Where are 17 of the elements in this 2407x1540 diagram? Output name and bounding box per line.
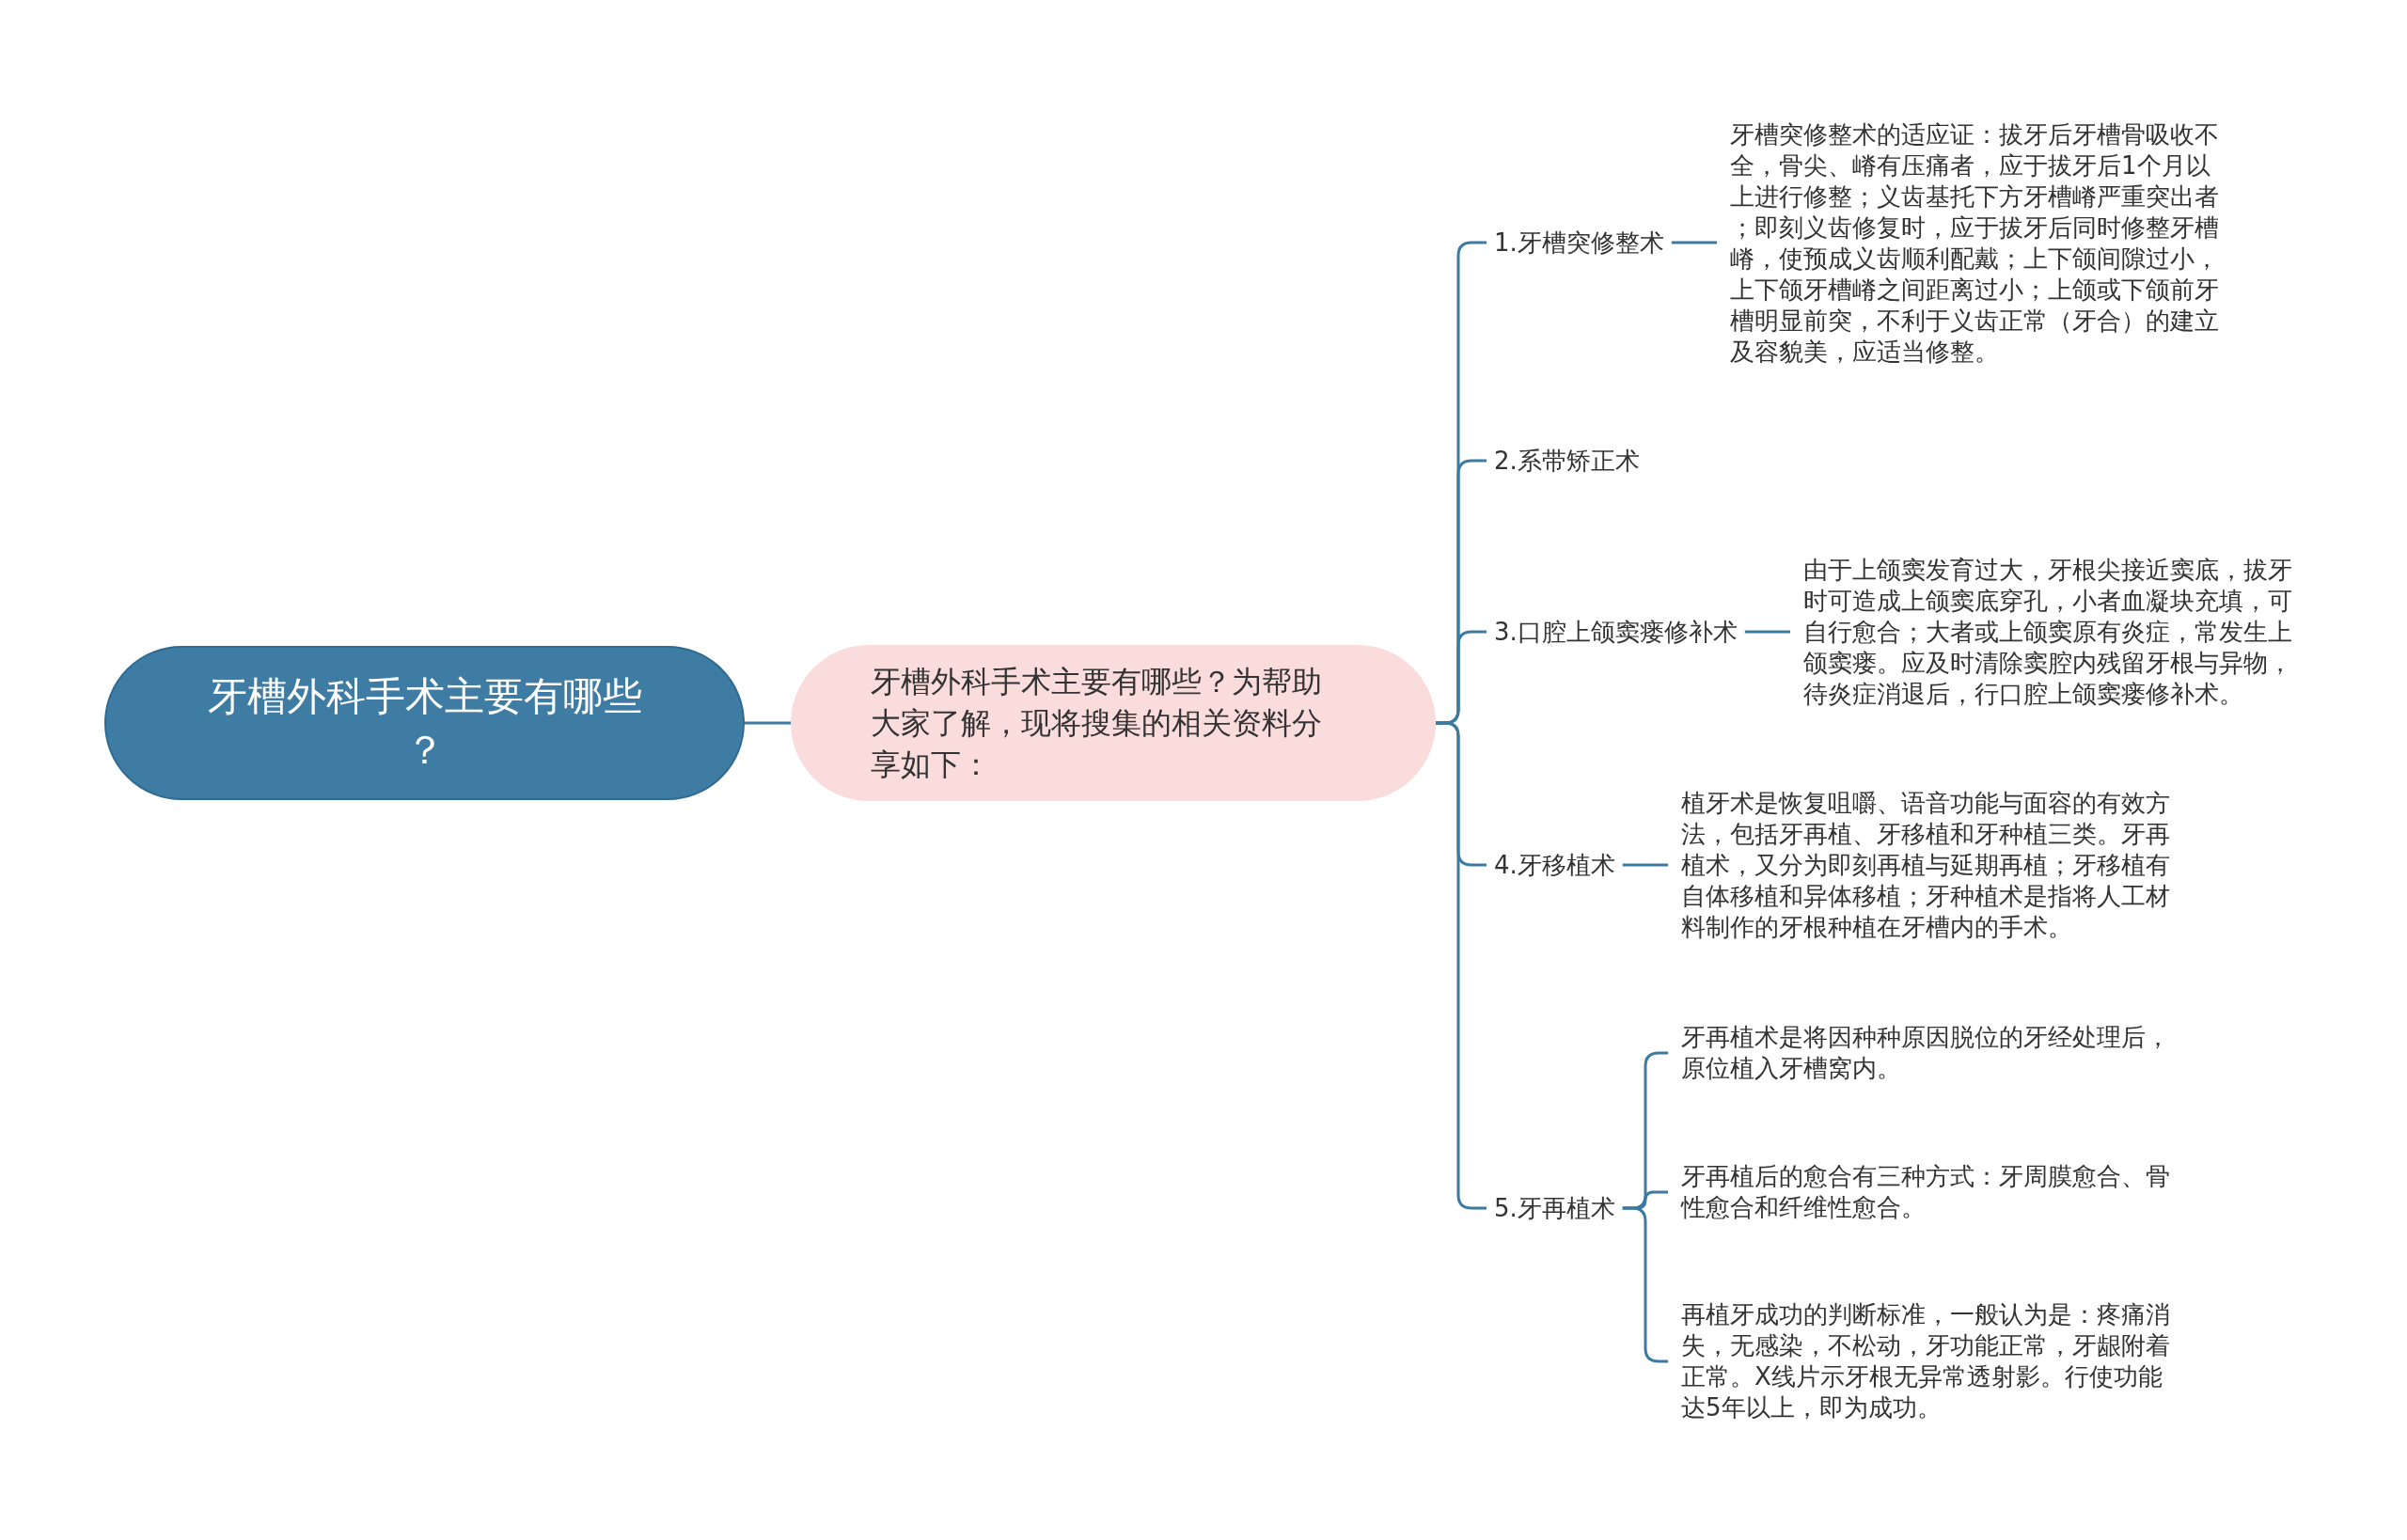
description-text: 牙槽突修整术的适应证：拔牙后牙槽骨吸收不全，骨尖、嵴有压痛者，应于拔牙后1个月以上进行修整；义齿基托下方牙槽嵴严重突出者；即刻义齿修复时，应于拔牙后同时修整牙槽嵴，使预成义齿顺利配戴；上下颌间隙过小，上下颌牙槽嵴之间距离过小；上颌或下颌前牙槽明显前突，不利于义齿正常（牙合）的建立及容貌美，应适当修整。	[1717, 118, 2225, 369]
branch-label: 4.牙移植术	[1487, 847, 1623, 883]
description-text: 植牙术是恢复咀嚼、语音功能与面容的有效方法，包括牙再植、牙移植和牙种植三类。牙再植术，又分为即刻再植与延期再植；牙移植有自体移植和异体移植；牙种植术是指将人工材料制作的牙根种植在牙槽内的手术。	[1668, 785, 2176, 945]
topic-box: 牙槽外科手术主要有哪些？	[104, 646, 745, 800]
description-text: 再植牙成功的判断标准，一般认为是：疼痛消失，无感染，不松动，牙功能正常，牙龈附着正常。X线片示牙根无异常透射影。行使功能达5年以上，即为成功。	[1668, 1297, 2176, 1425]
branch-label: 3.口腔上颌窦瘘修补术	[1487, 614, 1745, 650]
summary-box: 牙槽外科手术主要有哪些？为帮助大家了解，现将搜集的相关资料分享如下：	[791, 645, 1436, 801]
branch-label: 2.系带矫正术	[1487, 443, 1647, 479]
connector-line	[745, 721, 791, 725]
connector-line	[1744, 630, 1790, 634]
branch-label: 1.牙槽突修整术	[1487, 225, 1672, 260]
connector-line	[1671, 241, 1717, 244]
branch-label: 5.牙再植术	[1487, 1190, 1623, 1226]
description-text: 牙再植后的愈合有三种方式：牙周膜愈合、骨性愈合和纤维性愈合。	[1668, 1159, 2176, 1225]
description-text: 由于上颌窦发育过大，牙根尖接近窦底，拔牙时可造成上颌窦底穿孔，小者血凝块充填，可自行愈合；大者或上颌窦原有炎症，常发生上颌窦瘘。应及时清除窦腔内残留牙根与异物，待炎症消退后，行口腔上颌窦瘘修补术。	[1790, 552, 2298, 712]
connector-line	[1622, 863, 1668, 867]
description-text: 牙再植术是将因种种原因脱位的牙经处理后，原位植入牙槽窝内。	[1668, 1020, 2176, 1086]
